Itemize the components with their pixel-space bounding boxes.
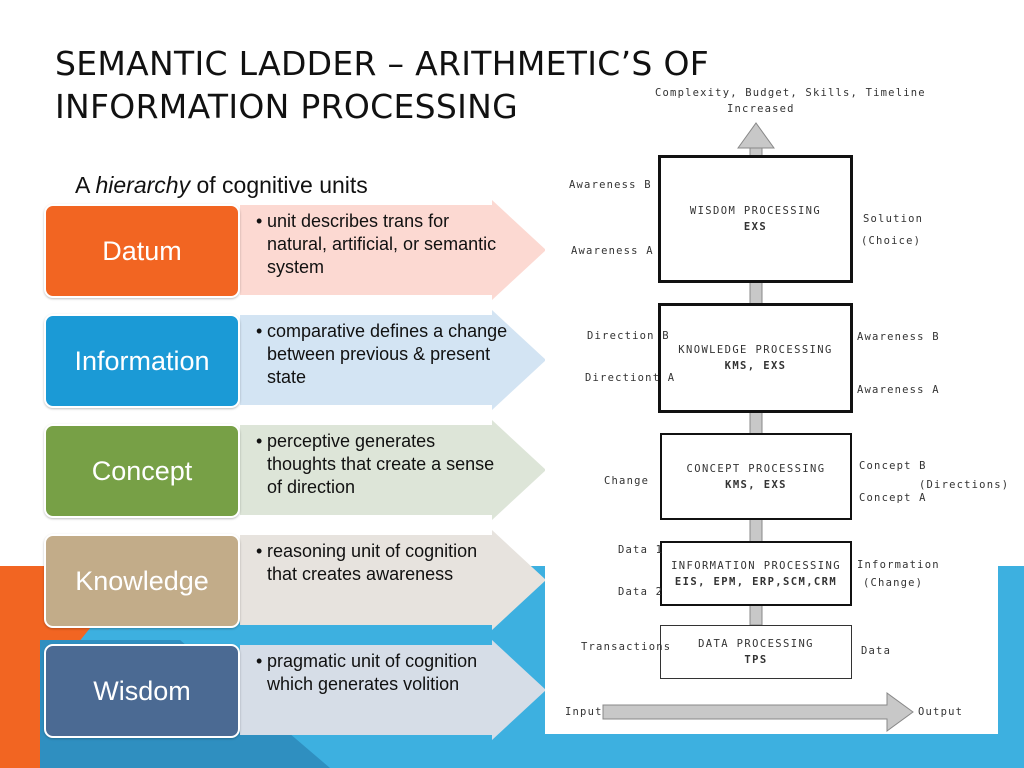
layer-systems: EIS, EPM, ERP,SCM,CRM bbox=[674, 575, 838, 588]
layer-systems: KMS, EXS bbox=[725, 478, 787, 491]
title-line-2: INFORMATION PROCESSING bbox=[55, 87, 519, 126]
unit-label: Wisdom bbox=[93, 675, 191, 706]
top-label-line-2: Increased bbox=[727, 103, 795, 115]
chevron-arrow bbox=[240, 310, 546, 410]
layer-systems: TPS bbox=[744, 654, 768, 666]
data-label: Data bbox=[861, 645, 892, 657]
unit-bullet-text: unit describes trans for natural, artifi… bbox=[267, 211, 497, 277]
unit-bullet-text: comparative defines a change between pre… bbox=[267, 321, 508, 387]
chevron-arrow bbox=[240, 530, 546, 630]
bullet-dot: • bbox=[256, 431, 263, 451]
chevron-arrow bbox=[240, 640, 546, 740]
layer-title: INFORMATION PROCESSING bbox=[671, 559, 841, 572]
unit-bullet: •comparative defines a change between pr… bbox=[256, 320, 508, 389]
concept-b-label: Concept B bbox=[859, 460, 927, 472]
orange-left-strip bbox=[0, 566, 40, 768]
unit-label: Knowledge bbox=[75, 565, 209, 596]
information-processing-box: INFORMATION PROCESSING EIS, EPM, ERP,SCM… bbox=[660, 541, 852, 606]
data-2-label: Data 2 bbox=[618, 586, 664, 598]
choice-label: (Choice) bbox=[861, 235, 922, 247]
bullet-dot: • bbox=[256, 541, 263, 561]
slide-title: SEMANTIC LADDER – ARITHMETIC’S OF INFORM… bbox=[55, 42, 755, 128]
concept-a-label: Concept A bbox=[859, 492, 927, 504]
information-label: Information bbox=[857, 559, 940, 571]
title-line-1: SEMANTIC LADDER – ARITHMETIC’S OF bbox=[55, 44, 709, 83]
unit-box-information: Information bbox=[44, 314, 240, 408]
unit-box-knowledge: Knowledge bbox=[44, 534, 240, 628]
layer-systems: EXS bbox=[743, 221, 768, 233]
change-paren-label: (Change) bbox=[863, 577, 924, 589]
unit-row-information: •comparative defines a change between pr… bbox=[44, 310, 546, 410]
unit-box-wisdom: Wisdom bbox=[44, 644, 240, 738]
subtitle: A hierarchy of cognitive units bbox=[75, 172, 368, 199]
unit-row-knowledge: •reasoning unit of cognition that create… bbox=[44, 530, 546, 630]
layer-systems: KMS, EXS bbox=[724, 360, 787, 372]
chevron-arrow bbox=[240, 200, 546, 300]
bullet-dot: • bbox=[256, 211, 263, 231]
up-arrow-head bbox=[737, 122, 775, 149]
subtitle-post: of cognitive units bbox=[190, 172, 368, 198]
solution-label: Solution bbox=[863, 213, 924, 225]
concept-processing-box: CONCEPT PROCESSING KMS, EXS bbox=[660, 433, 852, 520]
data-1-label: Data 1 bbox=[618, 544, 664, 556]
unit-bullet: •perceptive generates thoughts that crea… bbox=[256, 430, 508, 499]
transactions-label: Transactions bbox=[581, 641, 672, 653]
knowledge-processing-box: KNOWLEDGE PROCESSING KMS, EXS bbox=[658, 303, 853, 413]
unit-label: Datum bbox=[102, 235, 182, 266]
direction-a-label: Directiont A bbox=[585, 372, 676, 384]
processing-diagram: Complexity, Budget, Skills, Timeline Inc… bbox=[545, 83, 1008, 734]
change-label: Change bbox=[604, 475, 650, 487]
unit-bullet: •reasoning unit of cognition that create… bbox=[256, 540, 508, 586]
unit-label: Information bbox=[74, 345, 210, 376]
unit-bullet: •unit describes trans for natural, artif… bbox=[256, 210, 508, 279]
top-label-line-1: Complexity, Budget, Skills, Timeline bbox=[655, 87, 926, 99]
data-processing-box: DATA PROCESSING TPS bbox=[660, 625, 852, 679]
input-label: Input bbox=[565, 706, 603, 718]
unit-row-wisdom: •pragmatic unit of cognition which gener… bbox=[44, 640, 546, 740]
layer-title: WISDOM PROCESSING bbox=[689, 205, 822, 217]
subtitle-pre: A bbox=[75, 172, 96, 198]
awareness-b-left: Awareness B bbox=[569, 179, 652, 191]
direction-b-label: Direction B bbox=[587, 330, 670, 342]
unit-bullet-text: perceptive generates thoughts that creat… bbox=[267, 431, 495, 497]
layer-title: KNOWLEDGE PROCESSING bbox=[678, 344, 833, 356]
unit-bullet-text: pragmatic unit of cognition which genera… bbox=[267, 651, 478, 694]
unit-row-concept: •perceptive generates thoughts that crea… bbox=[44, 420, 546, 520]
output-label: Output bbox=[918, 706, 964, 718]
unit-bullet: •pragmatic unit of cognition which gener… bbox=[256, 650, 508, 696]
unit-row-datum: •unit describes trans for natural, artif… bbox=[44, 200, 546, 300]
subtitle-emphasis: hierarchy bbox=[95, 172, 191, 198]
directions-label: (Directions) bbox=[919, 479, 1010, 491]
unit-label: Concept bbox=[91, 455, 193, 486]
bullet-dot: • bbox=[256, 651, 263, 671]
awareness-b-right: Awareness B bbox=[857, 331, 940, 343]
bullet-dot: • bbox=[256, 321, 263, 341]
input-output-arrow bbox=[602, 692, 914, 732]
layer-title: CONCEPT PROCESSING bbox=[686, 462, 826, 475]
chevron-arrow bbox=[240, 420, 546, 520]
unit-box-datum: Datum bbox=[44, 204, 240, 298]
wisdom-processing-box: WISDOM PROCESSING EXS bbox=[658, 155, 853, 283]
awareness-a-right: Awareness A bbox=[857, 384, 940, 396]
awareness-a-left: Awareness A bbox=[571, 245, 654, 257]
unit-box-concept: Concept bbox=[44, 424, 240, 518]
unit-bullet-text: reasoning unit of cognition that creates… bbox=[267, 541, 478, 584]
layer-title: DATA PROCESSING bbox=[698, 638, 814, 650]
